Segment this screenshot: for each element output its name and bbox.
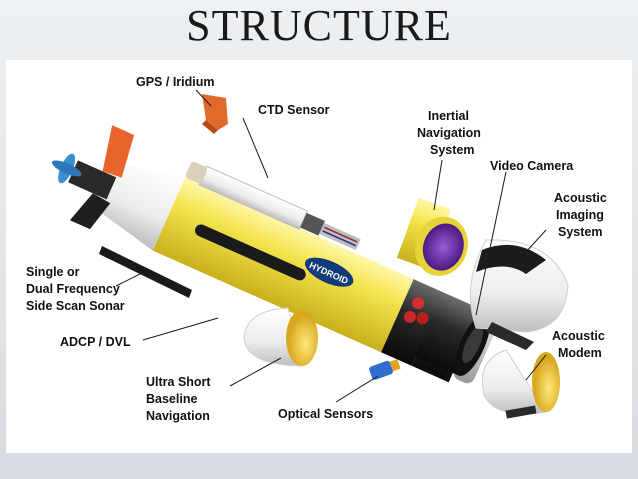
optical-sensor-module: [369, 359, 401, 380]
usbl-module: [243, 307, 318, 367]
hull-slot: [195, 224, 306, 281]
label-inertial-nav-3: System: [430, 143, 474, 157]
tail-cone: [95, 163, 186, 251]
label-ctd-sensor: CTD Sensor: [258, 103, 330, 117]
label-usbl-1: Ultra Short: [146, 375, 211, 389]
label-video-camera: Video Camera: [490, 159, 574, 173]
tail-ring: [68, 160, 117, 200]
slide-title: STRUCTURE: [186, 1, 452, 50]
vehicle-body: HYDROID: [51, 125, 497, 384]
hydroid-logo: [304, 257, 354, 287]
diagram-panel: HYDROID: [6, 60, 632, 453]
side-scan-sonar-stave: [99, 246, 192, 298]
fin-bottom: [69, 193, 111, 230]
label-acoustic-imaging-3: System: [558, 225, 602, 239]
acoustic-modem-module: [481, 349, 560, 419]
label-adcp-dvl: ADCP / DVL: [60, 335, 131, 349]
label-usbl-3: Navigation: [146, 409, 210, 423]
acoustic-imaging-module: [469, 239, 569, 350]
inertial-nav-module: [396, 197, 468, 276]
fin-top: [102, 125, 135, 178]
label-acoustic-imaging-2: Imaging: [556, 208, 604, 222]
label-acoustic-modem-2: Modem: [558, 346, 602, 360]
label-usbl-2: Baseline: [146, 392, 197, 406]
label-inertial-nav-1: Inertial: [428, 109, 469, 123]
label-inertial-nav-2: Navigation: [417, 126, 481, 140]
label-optical-sensors: Optical Sensors: [278, 407, 373, 421]
label-side-scan-1: Single or: [26, 265, 80, 279]
adcp-band: [381, 279, 445, 367]
label-side-scan-2: Dual Frequency: [26, 282, 120, 296]
label-gps-iridium: GPS / Iridium: [136, 75, 215, 89]
label-acoustic-modem-1: Acoustic: [552, 329, 605, 343]
leader-lines: [115, 89, 547, 403]
label-side-scan-3: Side Scan Sonar: [26, 299, 125, 313]
auv-structure-diagram: HYDROID: [26, 75, 607, 423]
ctd-sensor-module: [185, 162, 361, 251]
label-acoustic-imaging-1: Acoustic: [554, 191, 607, 205]
